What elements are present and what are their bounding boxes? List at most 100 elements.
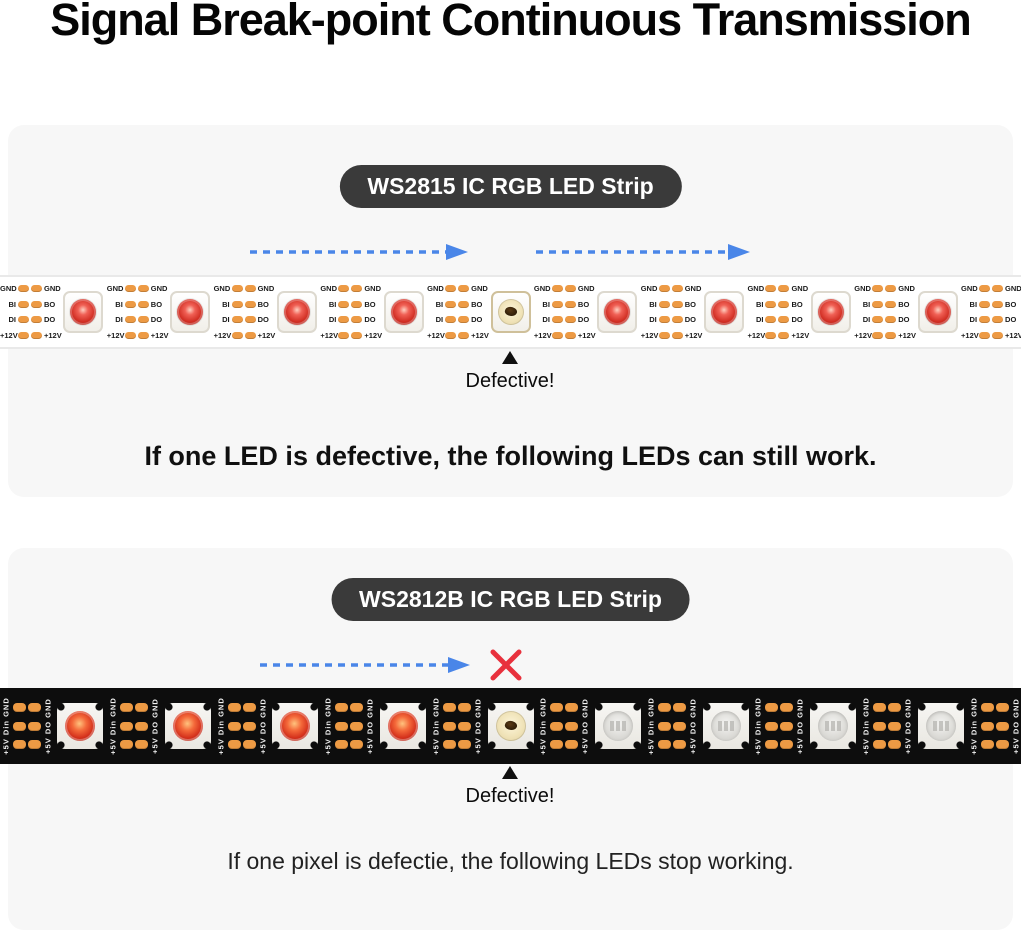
pad-label-text: +5V Din GND xyxy=(861,697,871,755)
panel2-caption: If one pixel is defectie, the following … xyxy=(227,848,794,874)
led-cell xyxy=(274,277,321,347)
solder-pad-column xyxy=(672,693,686,759)
pad-label-text: +5V DO GND xyxy=(580,698,590,754)
solder-pad xyxy=(657,702,671,712)
led-cell xyxy=(161,688,216,764)
led-package xyxy=(379,703,426,749)
pad-label: DI xyxy=(222,315,230,324)
pad-label: GND xyxy=(577,284,595,293)
pad-label: BO xyxy=(150,299,163,309)
solder-pad xyxy=(565,702,579,712)
solder-pad xyxy=(658,316,670,324)
led-package xyxy=(383,291,424,333)
led-off xyxy=(925,711,956,741)
solder-pad xyxy=(457,721,471,731)
solder-pad xyxy=(458,331,470,339)
led-package xyxy=(490,291,531,333)
pad-label-text: +5V DO GND xyxy=(365,698,375,754)
solder-pad xyxy=(244,331,256,339)
pad-label: BI xyxy=(969,299,978,309)
solder-pad xyxy=(445,316,457,324)
solder-pad xyxy=(27,702,41,712)
cut-junction: +5V Din GND+5V DO GND xyxy=(753,688,806,764)
solder-pad xyxy=(31,285,42,293)
led-cell xyxy=(487,277,534,347)
solder-pad xyxy=(672,740,686,750)
solder-pad xyxy=(551,331,563,339)
solder-pad xyxy=(671,331,683,339)
pad-label: GND xyxy=(320,284,338,293)
solder-pad xyxy=(564,316,576,324)
pad-label: BI xyxy=(222,299,230,309)
led-off xyxy=(710,711,741,741)
solder-pad xyxy=(18,300,29,308)
pad-label: DI xyxy=(328,315,337,324)
led-package xyxy=(917,703,964,749)
solder-pad xyxy=(671,285,683,293)
solder-pad xyxy=(780,721,794,731)
pad-label: GND xyxy=(471,284,488,293)
led-on xyxy=(283,299,310,325)
solder-pad xyxy=(12,721,26,731)
pad-label: BO xyxy=(257,299,269,309)
solder-pad xyxy=(765,702,779,712)
led-on xyxy=(70,299,97,325)
pad-label: DO xyxy=(577,315,590,324)
pad-label-text: +5V DO GND xyxy=(795,698,805,754)
solder-pad-column xyxy=(120,693,134,759)
solder-pad xyxy=(338,300,350,308)
led-package xyxy=(704,291,745,333)
led-package xyxy=(702,703,749,749)
led-on xyxy=(172,711,203,741)
solder-pad xyxy=(888,740,901,750)
solder-pad xyxy=(124,300,136,308)
pad-label-text: +5V Din GND xyxy=(538,697,548,755)
solder-pad xyxy=(565,740,579,750)
solder-pad xyxy=(351,285,363,293)
pad-label: +5V Din GND xyxy=(108,693,119,759)
solder-pad xyxy=(873,740,886,750)
pad-label: GND xyxy=(364,284,382,293)
solder-pad xyxy=(778,300,790,308)
pad-label-text: +5V Din GND xyxy=(969,697,979,755)
pad-label-text: +5V Din GND xyxy=(646,697,656,755)
pad-label: DO xyxy=(364,315,376,324)
solder-pad xyxy=(872,300,884,308)
pad-label: GND xyxy=(684,284,702,293)
pad-label: +5V DO GND xyxy=(580,693,591,759)
solder-pad xyxy=(551,316,563,324)
pad-label: DO xyxy=(257,315,269,324)
pad-label: BO xyxy=(364,299,376,309)
defective-pointer: Defective! xyxy=(450,351,570,393)
solder-pad-column xyxy=(242,693,256,759)
solder-pad xyxy=(885,285,897,293)
pad-label: BI xyxy=(542,299,550,309)
pad-label: +12V xyxy=(427,330,445,340)
solder-pad xyxy=(551,300,563,308)
solder-pad xyxy=(244,300,256,308)
solder-pad-column xyxy=(135,693,149,759)
solder-pad xyxy=(124,285,136,293)
solder-pad xyxy=(658,285,670,293)
pad-label-text: +5V DO GND xyxy=(43,698,52,754)
pad-label: +5V Din GND xyxy=(215,693,226,759)
solder-pad xyxy=(872,285,884,293)
led-cell xyxy=(60,277,107,347)
pad-label: +12V xyxy=(791,330,810,340)
solder-pad xyxy=(657,740,671,750)
solder-pad xyxy=(995,721,1009,731)
pad-label: +12V xyxy=(898,330,916,340)
solder-pad xyxy=(780,702,794,712)
solder-pad xyxy=(244,285,256,293)
led-on xyxy=(604,299,631,325)
solder-pad xyxy=(31,331,42,339)
solder-pad xyxy=(980,721,994,731)
pad-label: +5V DO GND xyxy=(42,693,53,759)
led-package xyxy=(810,703,857,749)
led-cell xyxy=(268,688,323,764)
solder-pad xyxy=(458,285,470,293)
solder-pad xyxy=(980,702,994,712)
pad-label: +12V xyxy=(257,330,276,340)
solder-pad xyxy=(885,316,897,324)
